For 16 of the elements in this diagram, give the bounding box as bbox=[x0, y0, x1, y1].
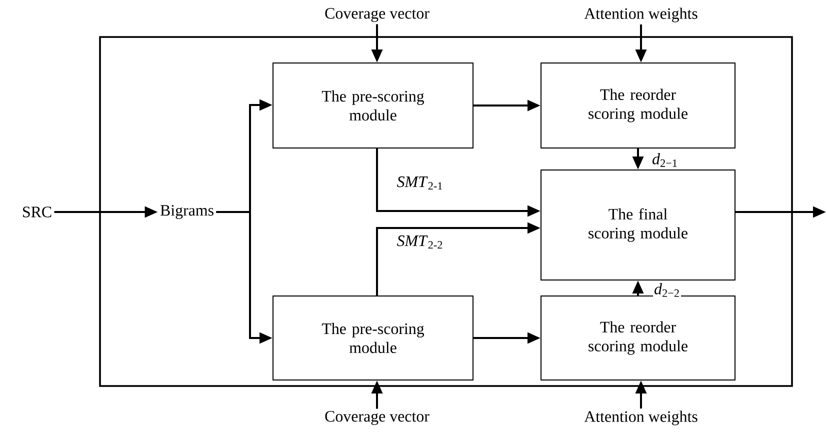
module-box: The pre-scoring module bbox=[272, 62, 474, 148]
module-box: The final scoring module bbox=[540, 170, 736, 280]
input-label: Coverage vector bbox=[325, 8, 430, 22]
module-box: The reorder scoring module bbox=[540, 296, 736, 380]
module-box: The pre-scoring module bbox=[272, 296, 474, 380]
edge-label: d$_{2−2}$ bbox=[653, 282, 681, 298]
input-label: Coverage vector bbox=[325, 411, 430, 425]
input-label: Bigrams bbox=[160, 205, 214, 219]
edge-label: SMT$_{2-2}$ bbox=[396, 234, 444, 250]
edge-label: SMT$_{2-1}$ bbox=[396, 175, 444, 191]
frame-box bbox=[99, 36, 793, 387]
edge-label: d$_{2−1}$ bbox=[651, 152, 679, 168]
input-label: Attention weights bbox=[584, 410, 698, 426]
input-label: SRC bbox=[23, 206, 52, 218]
input-label: Attention weights bbox=[584, 8, 698, 22]
module-box: The reorder scoring module bbox=[540, 62, 736, 148]
